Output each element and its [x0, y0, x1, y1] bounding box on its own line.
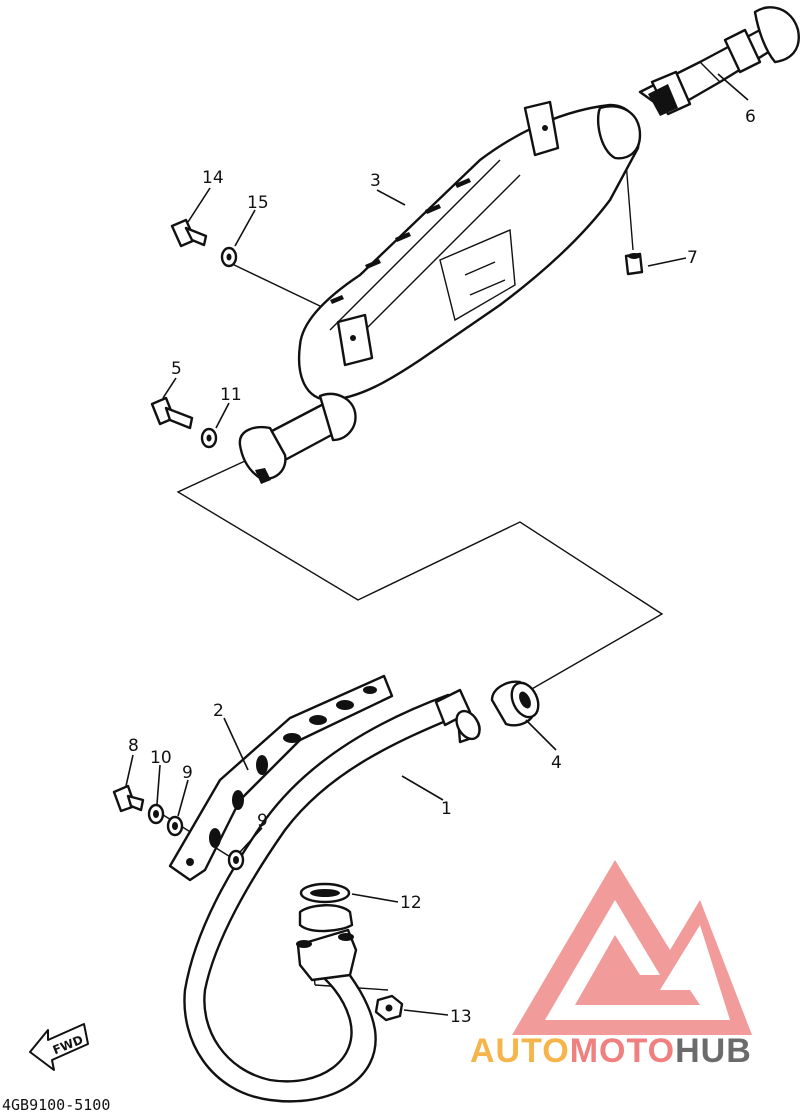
callout-8: 8 [128, 736, 139, 756]
fwd-arrow-icon: FWD [29, 1023, 89, 1071]
washer-part-11 [200, 427, 218, 449]
callout-14: 14 [202, 168, 224, 188]
callout-2: 2 [213, 701, 224, 721]
watermark-logo-icon [512, 860, 752, 1035]
washer-part-9-lower [227, 849, 245, 871]
callout-6: 6 [745, 107, 756, 127]
gasket-part-4 [490, 680, 540, 727]
callout-7: 7 [687, 248, 698, 268]
callout-9-lower: 9 [257, 811, 268, 831]
nut-part-7 [624, 252, 644, 276]
nut-part-13 [374, 994, 404, 1022]
callout-15: 15 [247, 193, 269, 213]
watermark-hub: HUB [675, 1032, 752, 1070]
callout-12: 12 [400, 893, 422, 913]
callout-4: 4 [551, 753, 562, 773]
callout-1: 1 [441, 799, 452, 819]
washer-part-10 [147, 803, 165, 825]
bolt-part-14 [170, 218, 208, 248]
bolt-part-8 [112, 784, 145, 813]
washer-part-15 [220, 246, 238, 268]
callout-5: 5 [171, 359, 182, 379]
leader-lines [125, 73, 749, 1016]
callout-10: 10 [150, 748, 172, 768]
exhaust-pipe-part-1 [183, 688, 481, 1103]
callout-13: 13 [450, 1007, 472, 1027]
tail-pipe-part-6 [638, 6, 800, 116]
bolt-part-5 [150, 396, 194, 430]
callout-9-upper: 9 [182, 763, 193, 783]
callouts: 14 15 3 5 11 6 7 2 4 1 8 10 9 9 12 13 [128, 107, 756, 1027]
watermark-auto: AUTO [470, 1032, 570, 1070]
protector-part-2 [168, 674, 394, 882]
drawing-code: 4GB9100-5100 [2, 1096, 110, 1114]
callout-3: 3 [370, 171, 381, 191]
callout-11: 11 [220, 385, 242, 405]
watermark-moto: MOTO [570, 1032, 675, 1070]
watermark-text: AUTOMOTOHUB [470, 1032, 752, 1070]
gasket-part-12 [299, 882, 351, 904]
muffler-part-3 [238, 100, 642, 484]
washer-part-9-upper [166, 815, 184, 837]
